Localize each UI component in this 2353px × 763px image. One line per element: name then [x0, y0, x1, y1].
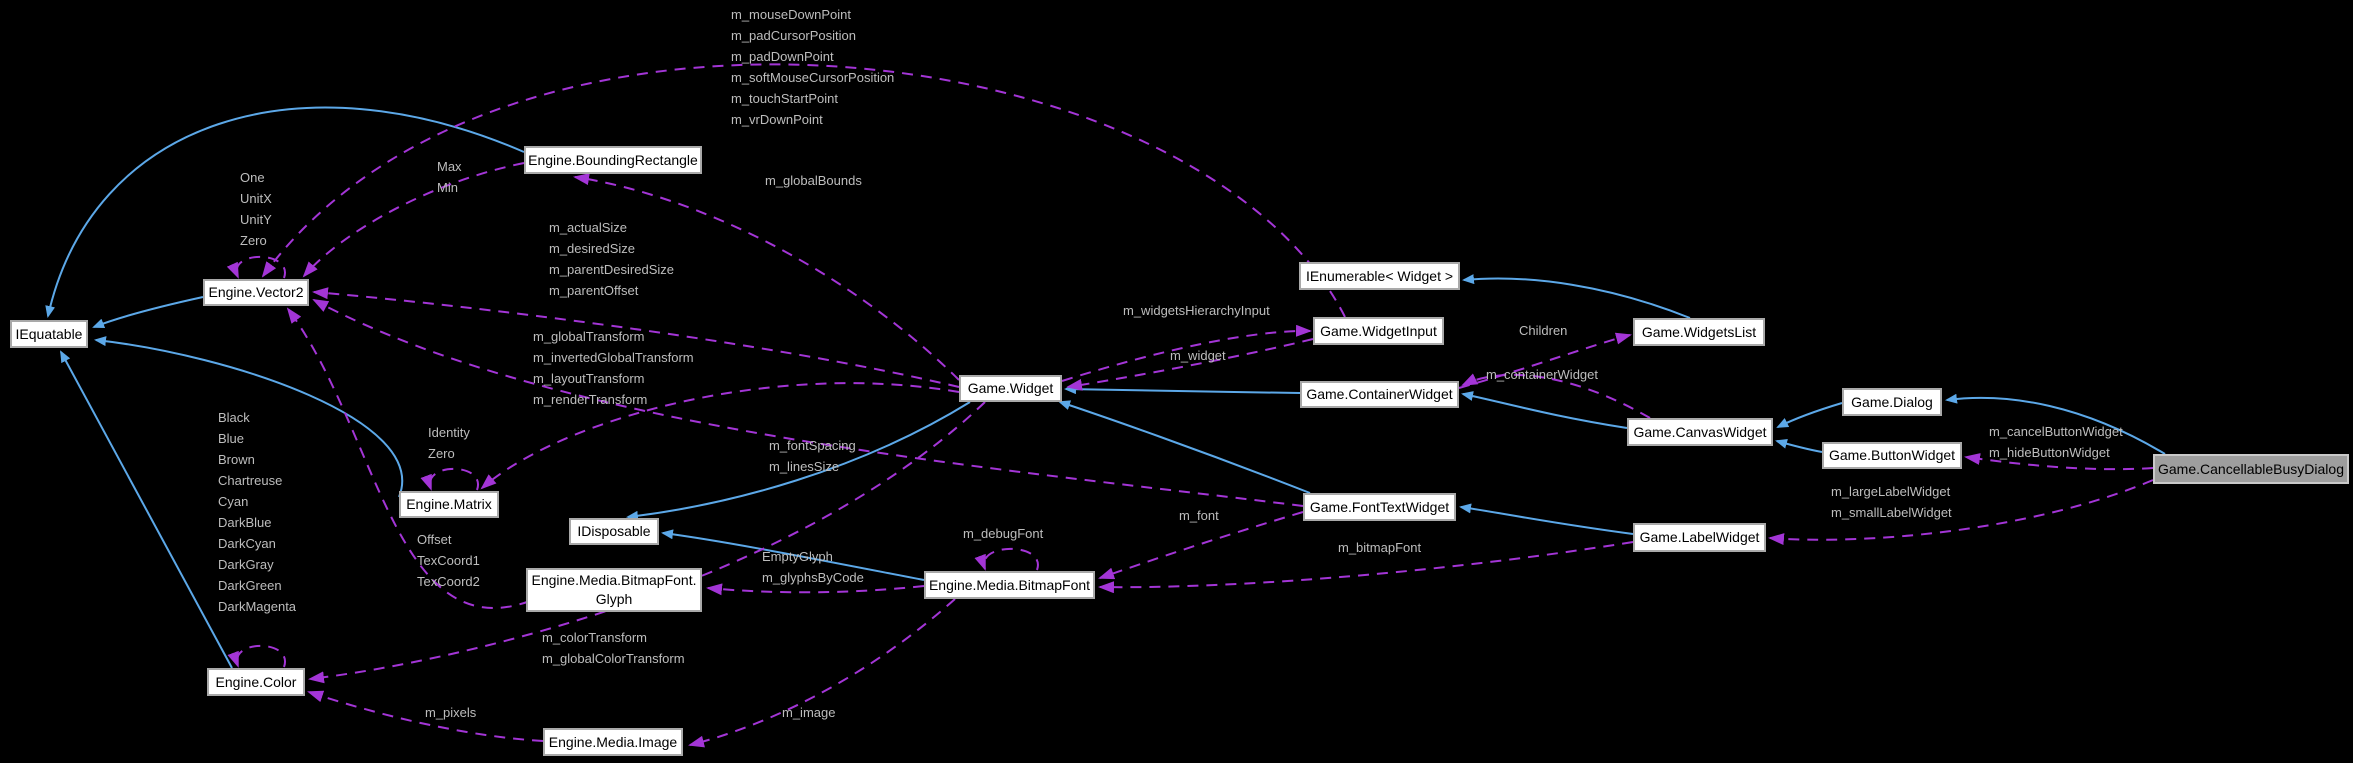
edge-color-iequatable — [60, 350, 233, 669]
edge-buttonwidget-canvaswidget — [1775, 438, 1823, 453]
edge-dialog-canvaswidget — [1776, 402, 1843, 428]
edge-matrix-iequatable — [94, 336, 403, 498]
edge-labelwidget-bitmapfont-mbitmapfont — [1098, 541, 1634, 594]
edge-label-m-debugfont: m_debugFont — [963, 526, 1044, 541]
edge-bitmapfont-idisposable — [661, 529, 925, 581]
node-engine-matrix[interactable]: Engine.Matrix — [399, 491, 499, 518]
edge-label-m-image: m_image — [782, 705, 836, 720]
edge-cancellable-labelwidget — [1768, 479, 2154, 546]
node-engine-vector2[interactable]: Engine.Vector2 — [203, 279, 309, 306]
node-game-buttonwidget[interactable]: Game.ButtonWidget — [1822, 442, 1962, 469]
edge-label-widgets-hierarchy-input: m_widgetsHierarchyInput — [1123, 303, 1270, 318]
node-engine-media-bitmapfont-glyph[interactable]: Engine.Media.BitmapFont. Glyph — [526, 568, 702, 612]
edge-label-large-small: m_largeLabelWidget m_smallLabelWidget — [1831, 484, 1952, 520]
edge-cancellable-dialog — [1945, 393, 2166, 455]
edge-image-color-pixels — [307, 690, 544, 742]
node-idisposable[interactable]: IDisposable — [569, 518, 659, 545]
node-game-dialog[interactable]: Game.Dialog — [1842, 388, 1942, 416]
edge-boundingrect-iequatable — [45, 106, 525, 318]
edge-bitmapfont-selfloop — [974, 547, 1039, 571]
node-game-widget[interactable]: Game.Widget — [959, 375, 1062, 402]
edge-label-max-min: Max Min — [437, 159, 462, 195]
edge-widgetinput-vector2-points — [261, 63, 1346, 318]
edge-label-global-bounds: m_globalBounds — [765, 173, 862, 188]
edge-label-font-spacing: m_fontSpacing m_linesSize — [769, 438, 856, 474]
edge-widget-widgetinput-hierarchy — [1061, 324, 1312, 382]
edge-label-m-font: m_font — [1179, 508, 1219, 523]
edge-label-color-statics: Black Blue Brown Chartreuse Cyan DarkBlu… — [218, 410, 297, 614]
edge-label-color-transforms: m_colorTransform m_globalColorTransform — [542, 630, 685, 666]
edge-label-container-widget: m_containerWidget — [1486, 367, 1598, 382]
edge-cancellable-buttonwidget — [1964, 453, 2154, 471]
edge-widgetslist-ienumerable — [1462, 274, 1691, 319]
edge-vector2-iequatable — [92, 296, 204, 328]
edge-label-vector2-statics: One UnitX UnitY Zero — [240, 170, 272, 248]
edge-label-m-bitmapfont: m_bitmapFont — [1338, 540, 1422, 555]
edge-bitmapfont-image-mimage — [688, 598, 956, 748]
node-game-containerwidget[interactable]: Game.ContainerWidget — [1300, 381, 1459, 408]
edge-label-m-widget: m_widget — [1170, 348, 1226, 363]
edge-widget-idisposable — [626, 401, 971, 521]
edge-label-input-points: m_mouseDownPoint m_padCursorPosition m_p… — [731, 7, 895, 127]
edge-widget-boundingrect-globalbounds — [573, 173, 960, 381]
node-engine-color[interactable]: Engine.Color — [207, 668, 305, 696]
edge-canvaswidget-containerwidget — [1461, 391, 1628, 429]
edge-fonttextwidget-bitmapfont-mfont — [1098, 511, 1304, 580]
edge-vector2-selfloop — [226, 255, 286, 279]
node-iequatable[interactable]: IEquatable — [10, 320, 88, 348]
edge-glyph-vector2-coords — [286, 307, 531, 609]
edge-label-sizes: m_actualSize m_desiredSize m_parentDesir… — [549, 220, 675, 298]
edge-widgetinput-widget-mwidget — [1066, 338, 1314, 391]
edge-boundingrect-vector2-maxmin — [302, 162, 525, 278]
edge-label-identity-zero: Identity Zero — [428, 425, 470, 461]
node-game-labelwidget[interactable]: Game.LabelWidget — [1633, 523, 1766, 552]
node-engine-media-image[interactable]: Engine.Media.Image — [543, 728, 683, 756]
edge-containerwidget-widgetslist-children — [1458, 332, 1632, 389]
edge-color-selfloop — [227, 644, 286, 668]
node-game-widgetinput[interactable]: Game.WidgetInput — [1313, 317, 1444, 345]
edge-fonttextwidget-vector2-spacing — [312, 299, 1304, 507]
node-game-fonttextwidget[interactable]: Game.FontTextWidget — [1303, 493, 1456, 521]
edge-fonttextwidget-widget — [1058, 400, 1311, 494]
edge-label-m-pixels: m_pixels — [425, 705, 477, 720]
edge-bitmapfont-glyph — [706, 583, 925, 596]
node-engine-boundingrectangle[interactable]: Engine.BoundingRectangle — [524, 146, 702, 174]
edge-label-glyph-coords: Offset TexCoord1 TexCoord2 — [417, 532, 480, 589]
edge-label-transforms: m_globalTransform m_invertedGlobalTransf… — [533, 329, 694, 407]
edge-widget-matrix-transforms — [480, 382, 960, 490]
edge-label-empty-glyph: EmptyGlyph m_glyphsByCode — [762, 549, 864, 585]
node-engine-media-bitmapfont[interactable]: Engine.Media.BitmapFont — [924, 571, 1095, 599]
edge-label-children: Children — [1519, 323, 1568, 338]
node-ienumerable-widget[interactable]: IEnumerable< Widget > — [1299, 262, 1460, 290]
edge-canvaswidget-containerwidget-mcontainer — [1461, 373, 1651, 419]
node-game-canvaswidget[interactable]: Game.CanvasWidget — [1627, 418, 1773, 446]
edge-labelwidget-fonttextwidget — [1459, 503, 1634, 535]
edge-containerwidget-widget — [1064, 384, 1301, 395]
node-game-cancellablebusydialog[interactable]: Game.CancellableBusyDialog — [2153, 454, 2349, 484]
node-game-widgetslist[interactable]: Game.WidgetsList — [1633, 318, 1765, 346]
edge-matrix-selfloop — [420, 467, 479, 491]
edge-widget-vector2-sizes — [312, 287, 960, 388]
edge-label-cancel-hide: m_cancelButtonWidget m_hideButtonWidget — [1989, 424, 2123, 460]
